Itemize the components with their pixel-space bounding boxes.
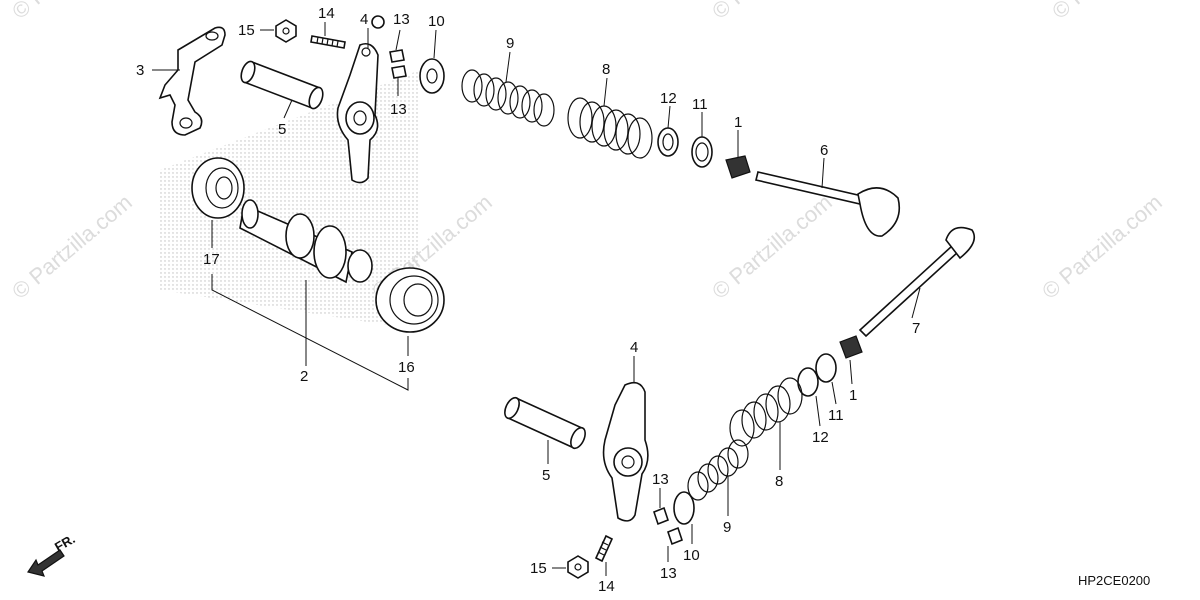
callout-11-lower: 11 — [828, 407, 844, 424]
callout-14-upper: 14 — [318, 5, 335, 22]
callout-4-lower: 4 — [630, 339, 638, 356]
callout-13-upper-b: 13 — [390, 101, 407, 118]
callout-6: 6 — [820, 142, 828, 159]
part-12-spring-seat-upper — [657, 127, 679, 157]
part-4-rocker-arm-upper — [336, 42, 379, 184]
part-7-valve — [858, 226, 976, 338]
part-13-cotters-lower — [653, 506, 683, 546]
callout-12-lower: 12 — [812, 429, 829, 446]
callout-3: 3 — [136, 62, 144, 79]
part-4-rocker-arm-lower — [602, 381, 649, 522]
callout-5-upper: 5 — [278, 121, 286, 138]
diagram-code: HP2CE0200 — [1078, 573, 1150, 588]
part-14-adjust-screw-lower — [594, 534, 614, 563]
part-5-rocker-shaft-lower — [504, 396, 586, 450]
part-5-rocker-shaft-upper — [240, 60, 324, 110]
callout-15-upper: 15 — [238, 22, 255, 39]
part-16-bearing — [375, 267, 445, 333]
callout-13-lower-b: 13 — [660, 565, 677, 582]
part-17-bearing — [191, 157, 245, 219]
part-15-nut-upper — [275, 19, 297, 43]
watermark: © Partzilla.com — [1037, 189, 1167, 303]
callout-8-upper: 8 — [602, 61, 610, 78]
leader-lines — [152, 22, 921, 576]
part-10-retainer-lower — [673, 491, 695, 525]
front-direction-arrow-icon: FR. — [27, 531, 78, 577]
callout-9-upper: 9 — [506, 35, 514, 52]
callout-10-lower: 10 — [683, 547, 700, 564]
callout-13-upper-a: 13 — [393, 11, 410, 28]
callouts: 3 15 14 5 4 13 13 10 9 8 12 11 1 6 17 2 … — [136, 5, 920, 595]
part-2-camshaft — [239, 199, 373, 284]
callout-9-lower: 9 — [723, 519, 731, 536]
callout-13-lower-a: 13 — [652, 471, 669, 488]
callout-8-lower: 8 — [775, 473, 783, 490]
callout-17: 17 — [203, 251, 220, 268]
part-13-cotters-upper — [371, 15, 407, 79]
callout-5-lower: 5 — [542, 467, 550, 484]
part-1-stem-seal-upper — [725, 155, 751, 179]
callout-10-upper: 10 — [428, 13, 445, 30]
callout-12-upper: 12 — [660, 90, 677, 107]
part-9-spring-lower — [687, 439, 749, 501]
callout-11-upper: 11 — [692, 96, 708, 113]
part-9-spring-upper — [461, 69, 555, 127]
callout-2: 2 — [300, 368, 308, 385]
watermark: © Partzilla.com — [1047, 0, 1177, 24]
watermark: © Partzilla.com — [707, 0, 837, 24]
watermark: © Partzilla.com — [7, 189, 137, 303]
part-10-retainer-upper — [419, 58, 445, 94]
part-1-stem-seal-lower — [839, 335, 863, 359]
group-bracket — [211, 274, 409, 391]
part-14-adjust-screw-upper — [310, 35, 346, 49]
callout-16: 16 — [398, 359, 415, 376]
part-8-spring-upper — [567, 97, 653, 159]
watermark: © Partzilla.com — [707, 189, 837, 303]
part-6-valve — [755, 171, 901, 237]
callout-4-upper: 4 — [360, 11, 368, 28]
part-11-washer-upper — [691, 136, 713, 168]
front-label: FR. — [52, 531, 78, 554]
watermark: © Partzilla.com — [7, 0, 137, 24]
part-11-washer-lower — [815, 353, 837, 383]
part-8-spring-lower — [729, 377, 803, 447]
callout-1-lower: 1 — [849, 387, 857, 404]
part-12-spring-seat-lower — [797, 367, 819, 397]
callout-7: 7 — [912, 320, 920, 337]
part-15-nut-lower — [567, 555, 589, 579]
callout-15-lower: 15 — [530, 560, 547, 577]
callout-1-upper: 1 — [734, 114, 742, 131]
callout-14-lower: 14 — [598, 578, 615, 595]
part-3-bracket — [158, 26, 226, 136]
